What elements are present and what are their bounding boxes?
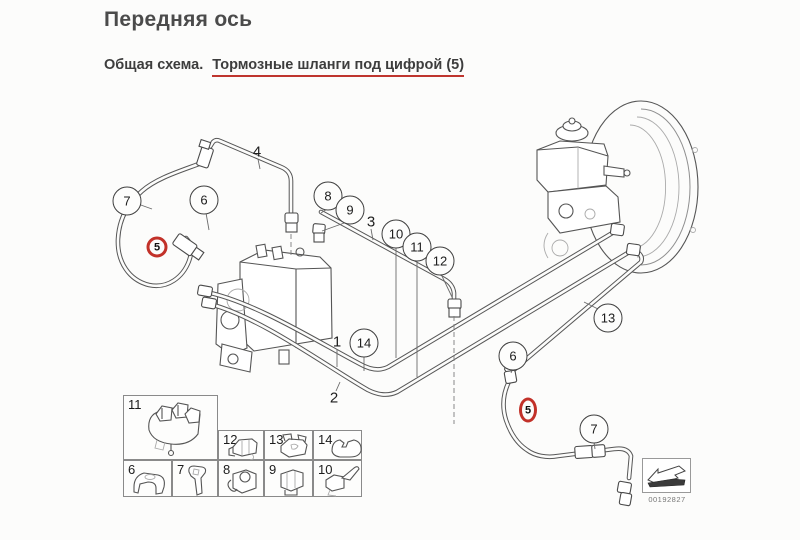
legend-label-6: 6 [128, 462, 136, 477]
abs-hydraulic-unit [215, 243, 333, 373]
callout-circle-7-right: 7 [579, 414, 609, 444]
callout-circle-7-left: 7 [112, 186, 142, 216]
callout-circle-12: 12 [425, 246, 455, 276]
callout-circle-9: 9 [335, 195, 365, 225]
legend-cell-7: 7 [172, 460, 218, 497]
clip-7-icon [188, 465, 207, 496]
subtitle-highlight: Тормозные шланги под цифрой (5) [212, 57, 465, 77]
clip-11-icon [148, 402, 201, 457]
clip-8-icon [227, 469, 257, 494]
front-right-brake-hose [504, 376, 631, 478]
clip-6-icon [133, 472, 165, 495]
master-cylinder [543, 165, 631, 259]
legend-cell-12: 12 [218, 430, 264, 461]
legend-label-13: 13 [269, 432, 284, 447]
direction-stamp-box [642, 458, 691, 493]
legend-cell-8: 8 [218, 460, 264, 497]
legend-cell-13: 13 [264, 430, 313, 460]
legend-label-7: 7 [177, 462, 185, 477]
clip-14-icon [331, 439, 362, 458]
clip-10-icon [325, 466, 360, 497]
stamp-code: 00192827 [648, 495, 686, 504]
part-label-2: 2 [329, 389, 339, 407]
legend-label-10: 10 [318, 462, 333, 477]
page-title: Передняя ось [104, 8, 253, 31]
highlighted-callout-5-left: 5 [146, 236, 168, 258]
legend-cell-11: 11 [123, 395, 218, 460]
callout-circle-13: 13 [593, 303, 623, 333]
legend-label-9: 9 [269, 462, 277, 477]
clip-9-icon [280, 469, 304, 496]
part-label-3: 3 [366, 213, 376, 231]
callout-circle-6-left: 6 [189, 185, 219, 215]
legend-cell-6: 6 [123, 460, 172, 497]
callout-circle-14: 14 [349, 328, 379, 358]
legend-cell-14: 14 [313, 430, 362, 460]
page-subtitle: Общая схема. Тормозные шланги под цифрой … [104, 57, 465, 77]
front-left-brake-hose [118, 162, 204, 286]
legend-label-8: 8 [223, 462, 231, 477]
legend-label-12: 12 [223, 432, 238, 447]
legend-cell-10: 10 [313, 460, 362, 497]
part-label-1: 1 [332, 333, 342, 351]
highlighted-callout-5-right: 5 [519, 397, 537, 423]
legend-cell-9: 9 [264, 460, 313, 497]
part-label-4: 4 [252, 143, 262, 161]
subtitle-plain: Общая схема. [104, 57, 204, 73]
pipe-fittings [172, 138, 641, 507]
legend-label-11: 11 [128, 397, 142, 412]
legend-label-14: 14 [318, 432, 333, 447]
clip-12-icon [228, 438, 258, 461]
brake-fluid-reservoir [536, 117, 609, 193]
clip-13-icon [280, 433, 308, 458]
callout-circle-6-right: 6 [498, 341, 528, 371]
direction-arrow-icon [647, 465, 686, 488]
brake-pipe-4 [206, 140, 291, 217]
